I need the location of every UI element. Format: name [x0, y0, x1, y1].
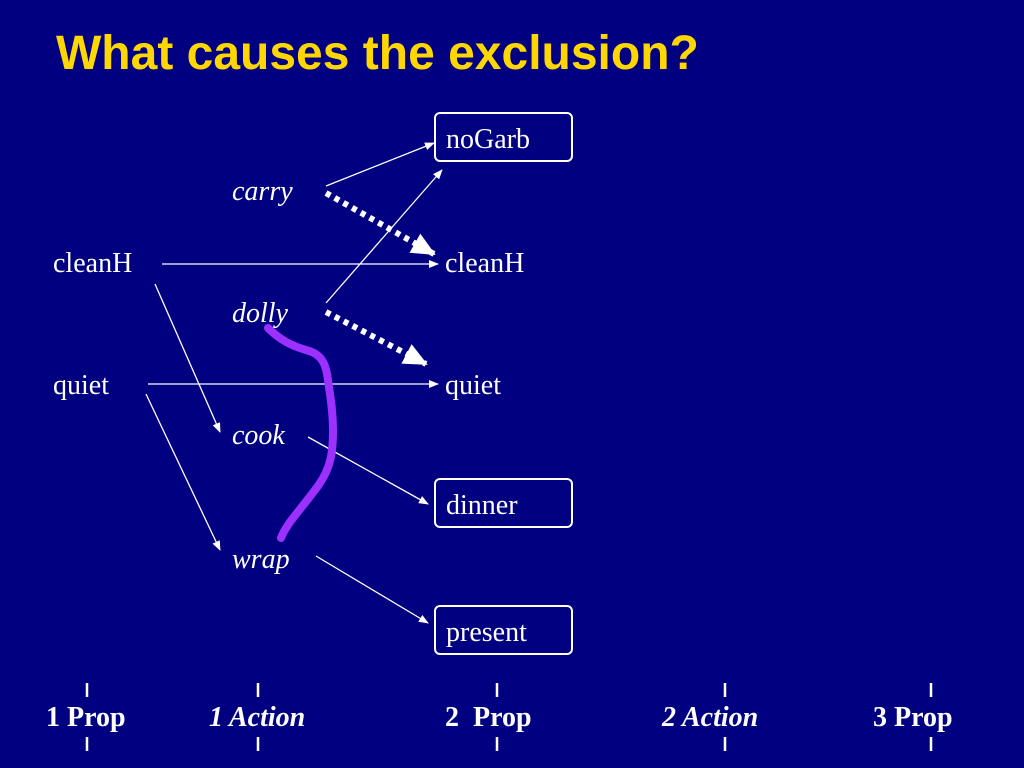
node-noGarb-label: noGarb: [446, 124, 530, 155]
node-quiet-level0: quiet: [53, 370, 109, 401]
node-action-cook: cook: [232, 420, 285, 451]
timeline-label-2-prop: 2 Prop: [445, 702, 532, 733]
edge-carry-cleanH-delete: [324, 190, 436, 257]
timeline-ticks: [85, 683, 933, 751]
edge-dolly-quiet-delete: [324, 309, 428, 367]
edge-cook-dinner: [307, 436, 429, 505]
node-action-carry: carry: [232, 176, 293, 207]
node-cleanH-level1: cleanH: [445, 248, 525, 279]
node-present-label: present: [446, 617, 527, 648]
edge-quiet-wrap: [145, 393, 221, 551]
node-quiet-level1: quiet: [445, 370, 501, 401]
node-action-wrap: wrap: [232, 544, 290, 575]
edge-cleanH-cook: [154, 283, 221, 433]
node-action-dolly: dolly: [232, 298, 288, 329]
timeline-label-2-action: 2 Action: [662, 702, 759, 733]
node-cleanH-level0: cleanH: [53, 248, 133, 279]
node-noGarb-box: noGarb: [434, 112, 573, 162]
slide-title: What causes the exclusion?: [56, 27, 699, 80]
timeline-label-1-action: 1 Action: [209, 702, 306, 733]
mutex-marker-stroke: [264, 324, 337, 542]
node-present-box: present: [434, 605, 573, 655]
edge-carry-noGarb: [325, 142, 435, 187]
edge-dolly-noGarb: [325, 169, 443, 304]
node-dinner-box: dinner: [434, 478, 573, 528]
timeline-label-1-prop: 1 Prop: [46, 702, 126, 733]
timeline-label-3-prop: 3 Prop: [873, 702, 953, 733]
node-dinner-label: dinner: [446, 490, 518, 521]
edge-wrap-present: [315, 555, 429, 624]
